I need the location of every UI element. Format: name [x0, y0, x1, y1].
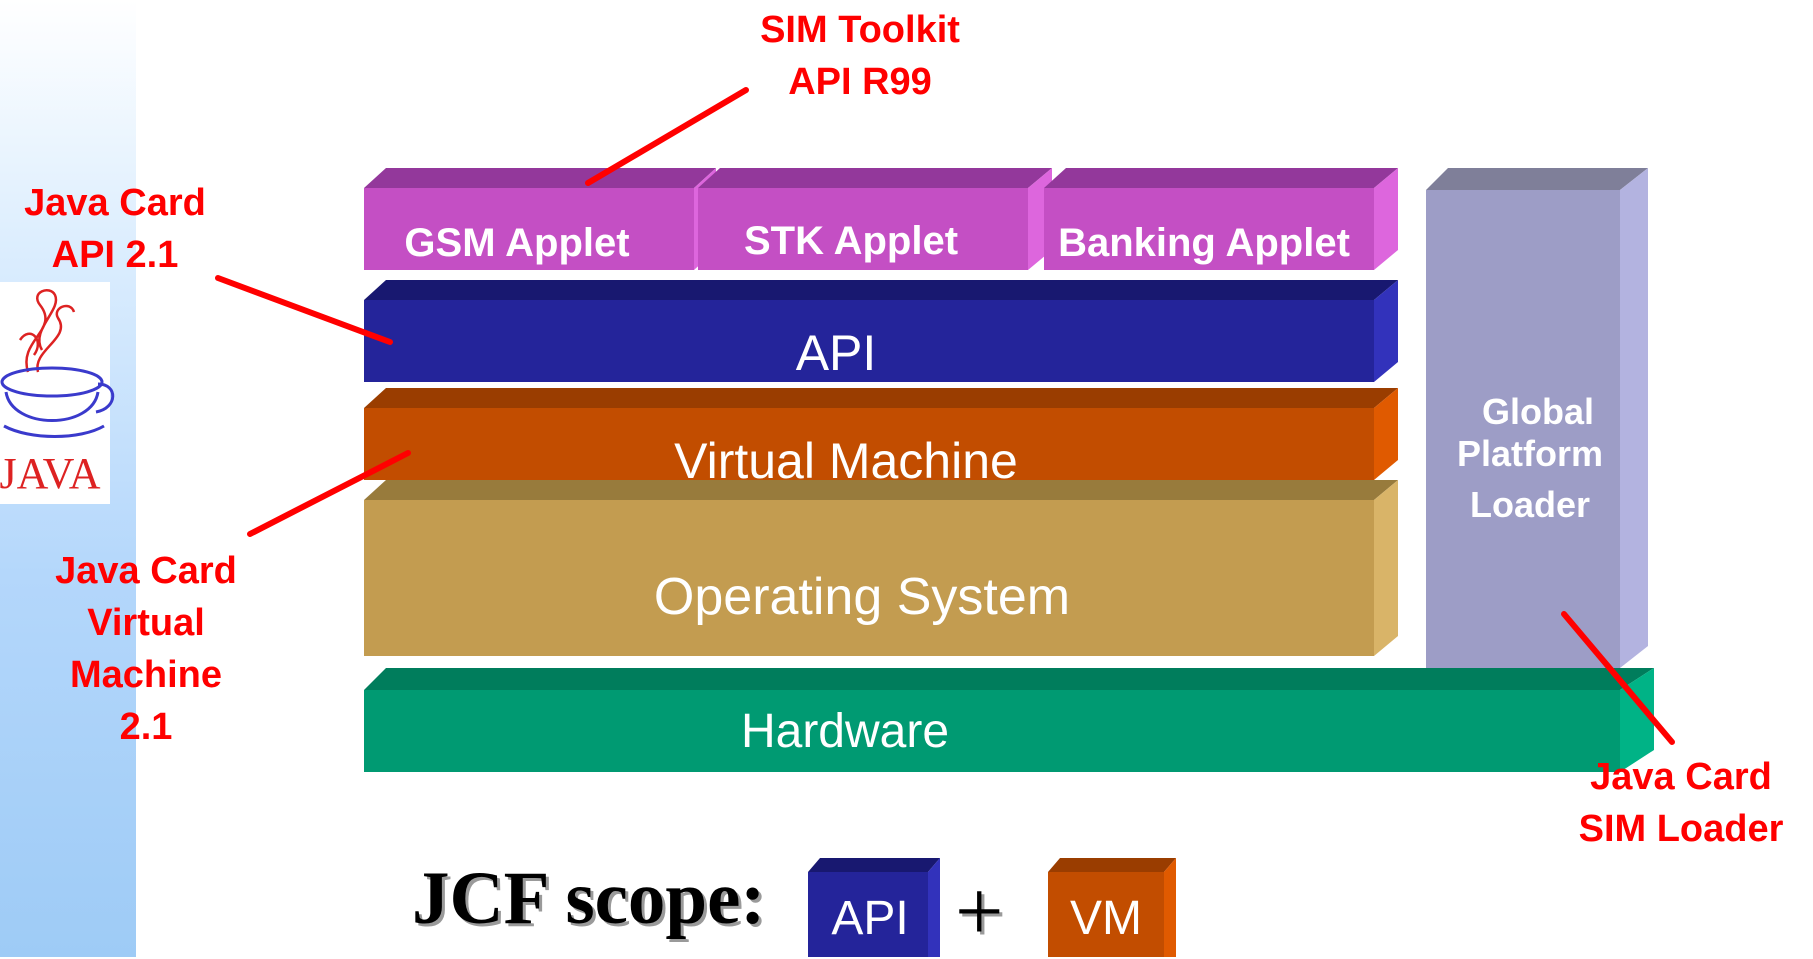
svg-text:Loader: Loader	[1470, 484, 1590, 525]
java-card-sim-loader-callout: Java Card SIM Loader	[1578, 756, 1784, 850]
svg-text:Banking Applet: Banking Applet	[1058, 221, 1350, 265]
plus-sign: +	[955, 863, 1004, 959]
vm-layer: Virtual Machine	[364, 388, 1398, 489]
svg-text:Hardware: Hardware	[741, 705, 949, 758]
scope-vm-box: VM	[1048, 858, 1176, 957]
stk-applet: STK Applet	[698, 168, 1052, 270]
svg-text:API: API	[796, 325, 877, 381]
gsm-applet: GSM Applet	[364, 168, 716, 270]
svg-text:Virtual Machine: Virtual Machine	[674, 433, 1018, 489]
jc-api-connector	[215, 275, 393, 345]
scope-api-box: API	[808, 858, 940, 957]
hardware-layer: Hardware	[364, 668, 1654, 772]
java-logo: JAVA	[0, 282, 115, 504]
svg-text:Platform: Platform	[1457, 433, 1603, 474]
svg-text:JAVA: JAVA	[0, 449, 101, 498]
svg-text:API: API	[831, 892, 908, 945]
loader-layer: Global Platform Loader	[1426, 168, 1648, 668]
java-card-api-callout: Java Card API 2.1	[24, 182, 206, 276]
banking-applet: Banking Applet	[1044, 168, 1398, 270]
svg-text:STK Applet: STK Applet	[744, 219, 958, 263]
jcf-scope-title: JCF scope:	[412, 857, 766, 940]
api-layer: API	[364, 280, 1398, 382]
sim-toolkit-callout: SIM Toolkit API R99	[760, 9, 960, 103]
svg-text:GSM Applet: GSM Applet	[404, 221, 629, 265]
svg-text:VM: VM	[1070, 892, 1142, 945]
java-card-vm-callout: Java Card Virtual Machine 2.1	[55, 550, 237, 748]
jc-vm-connector	[247, 450, 411, 537]
jc-sim-loader-connector	[1561, 611, 1675, 745]
svg-text:Operating System: Operating System	[654, 568, 1070, 626]
sim-toolkit-connector	[585, 87, 749, 186]
os-layer: Operating System	[364, 480, 1398, 656]
svg-text:Global: Global	[1482, 391, 1594, 432]
